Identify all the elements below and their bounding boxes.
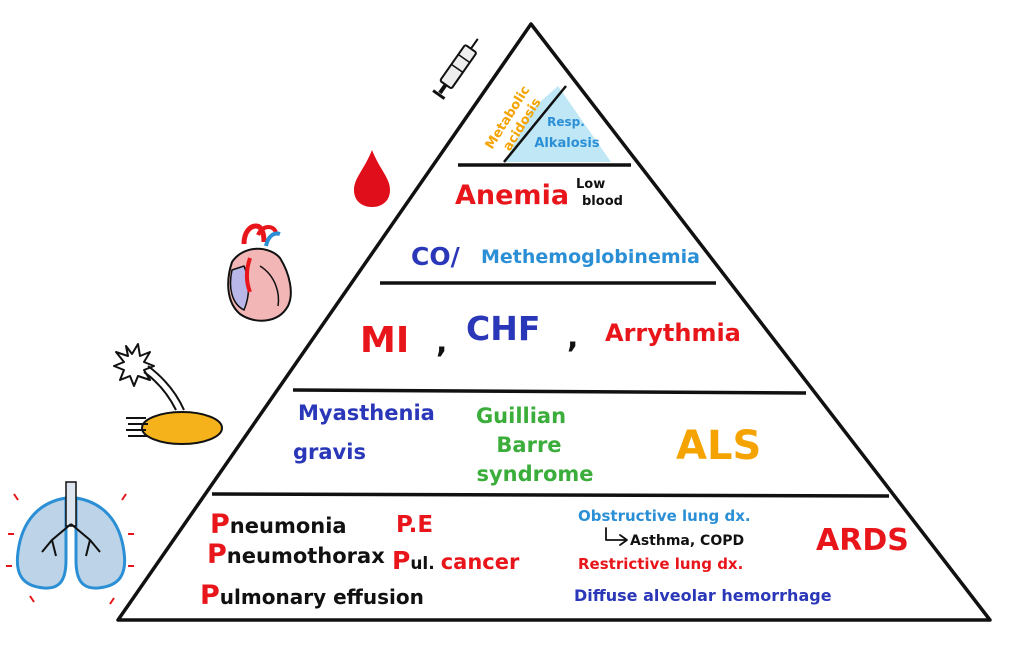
pneumonia-initial: P [210,509,230,540]
myasthenia-text: Myasthenia [298,401,435,425]
diffuse-text: Diffuse alveolar hemorrhage [574,586,832,605]
cancer-text: cancer [441,550,520,574]
pyramid-outline [116,22,992,622]
tier-divider-3 [292,388,807,395]
pe-text: P.E [396,512,433,538]
pneumothorax-initial: P [207,539,227,570]
comma-2: , [567,320,578,355]
mi-text: MI [360,320,409,361]
gravis-text: gravis [293,440,366,464]
syndrome-text: syndrome [476,462,593,486]
pneumothorax-rest: neumothorax [227,544,385,568]
pulmonary-effusion-text: Pulmonary effusion [200,580,424,611]
obstructive-text: Obstructive lung dx. [578,507,751,525]
co-text: CO/ [411,242,461,271]
low-text: Low [576,177,605,192]
als-text: ALS [676,423,761,469]
asthma-copd-text: Asthma, COPD [630,533,744,549]
resp-alkalosis-region [505,86,611,162]
pul-initial: P [392,546,410,575]
tier-divider-4 [211,492,890,498]
effusion-initial: P [200,580,220,611]
alkalosis-text: Alkalosis [534,136,600,151]
lungs-icon [6,481,134,605]
anemia-text: Anemia [455,180,569,211]
comma-1: , [436,325,447,360]
effusion-rest: ulmonary effusion [220,585,424,609]
heart-icon [227,223,292,322]
methemoglobinemia-text: Methemoglobinemia [481,246,700,268]
restrictive-text: Restrictive lung dx. [578,555,743,573]
blood-drop-icon [354,150,390,207]
tier1-split [503,85,567,163]
ards-text: ARDS [816,523,909,558]
pneumonia-rest: neumonia [230,514,347,538]
pneumothorax-text: Pneumothorax [207,539,385,570]
pul-cancer-text: Pul. cancer [392,546,520,575]
guillian-text: Guillian [476,404,566,428]
arrow-icon [605,527,628,546]
barre-text: Barre [496,433,561,457]
chf-text: CHF [466,309,540,348]
resp-text: Resp. [547,115,585,129]
arrythmia-text: Arrythmia [605,319,741,347]
motor-neuron-icon [113,343,223,445]
blood-text: blood [582,194,623,209]
pneumonia-text: Pneumonia [210,509,347,540]
pul-rest: ul. [410,554,434,574]
syringe-icon [432,38,479,100]
